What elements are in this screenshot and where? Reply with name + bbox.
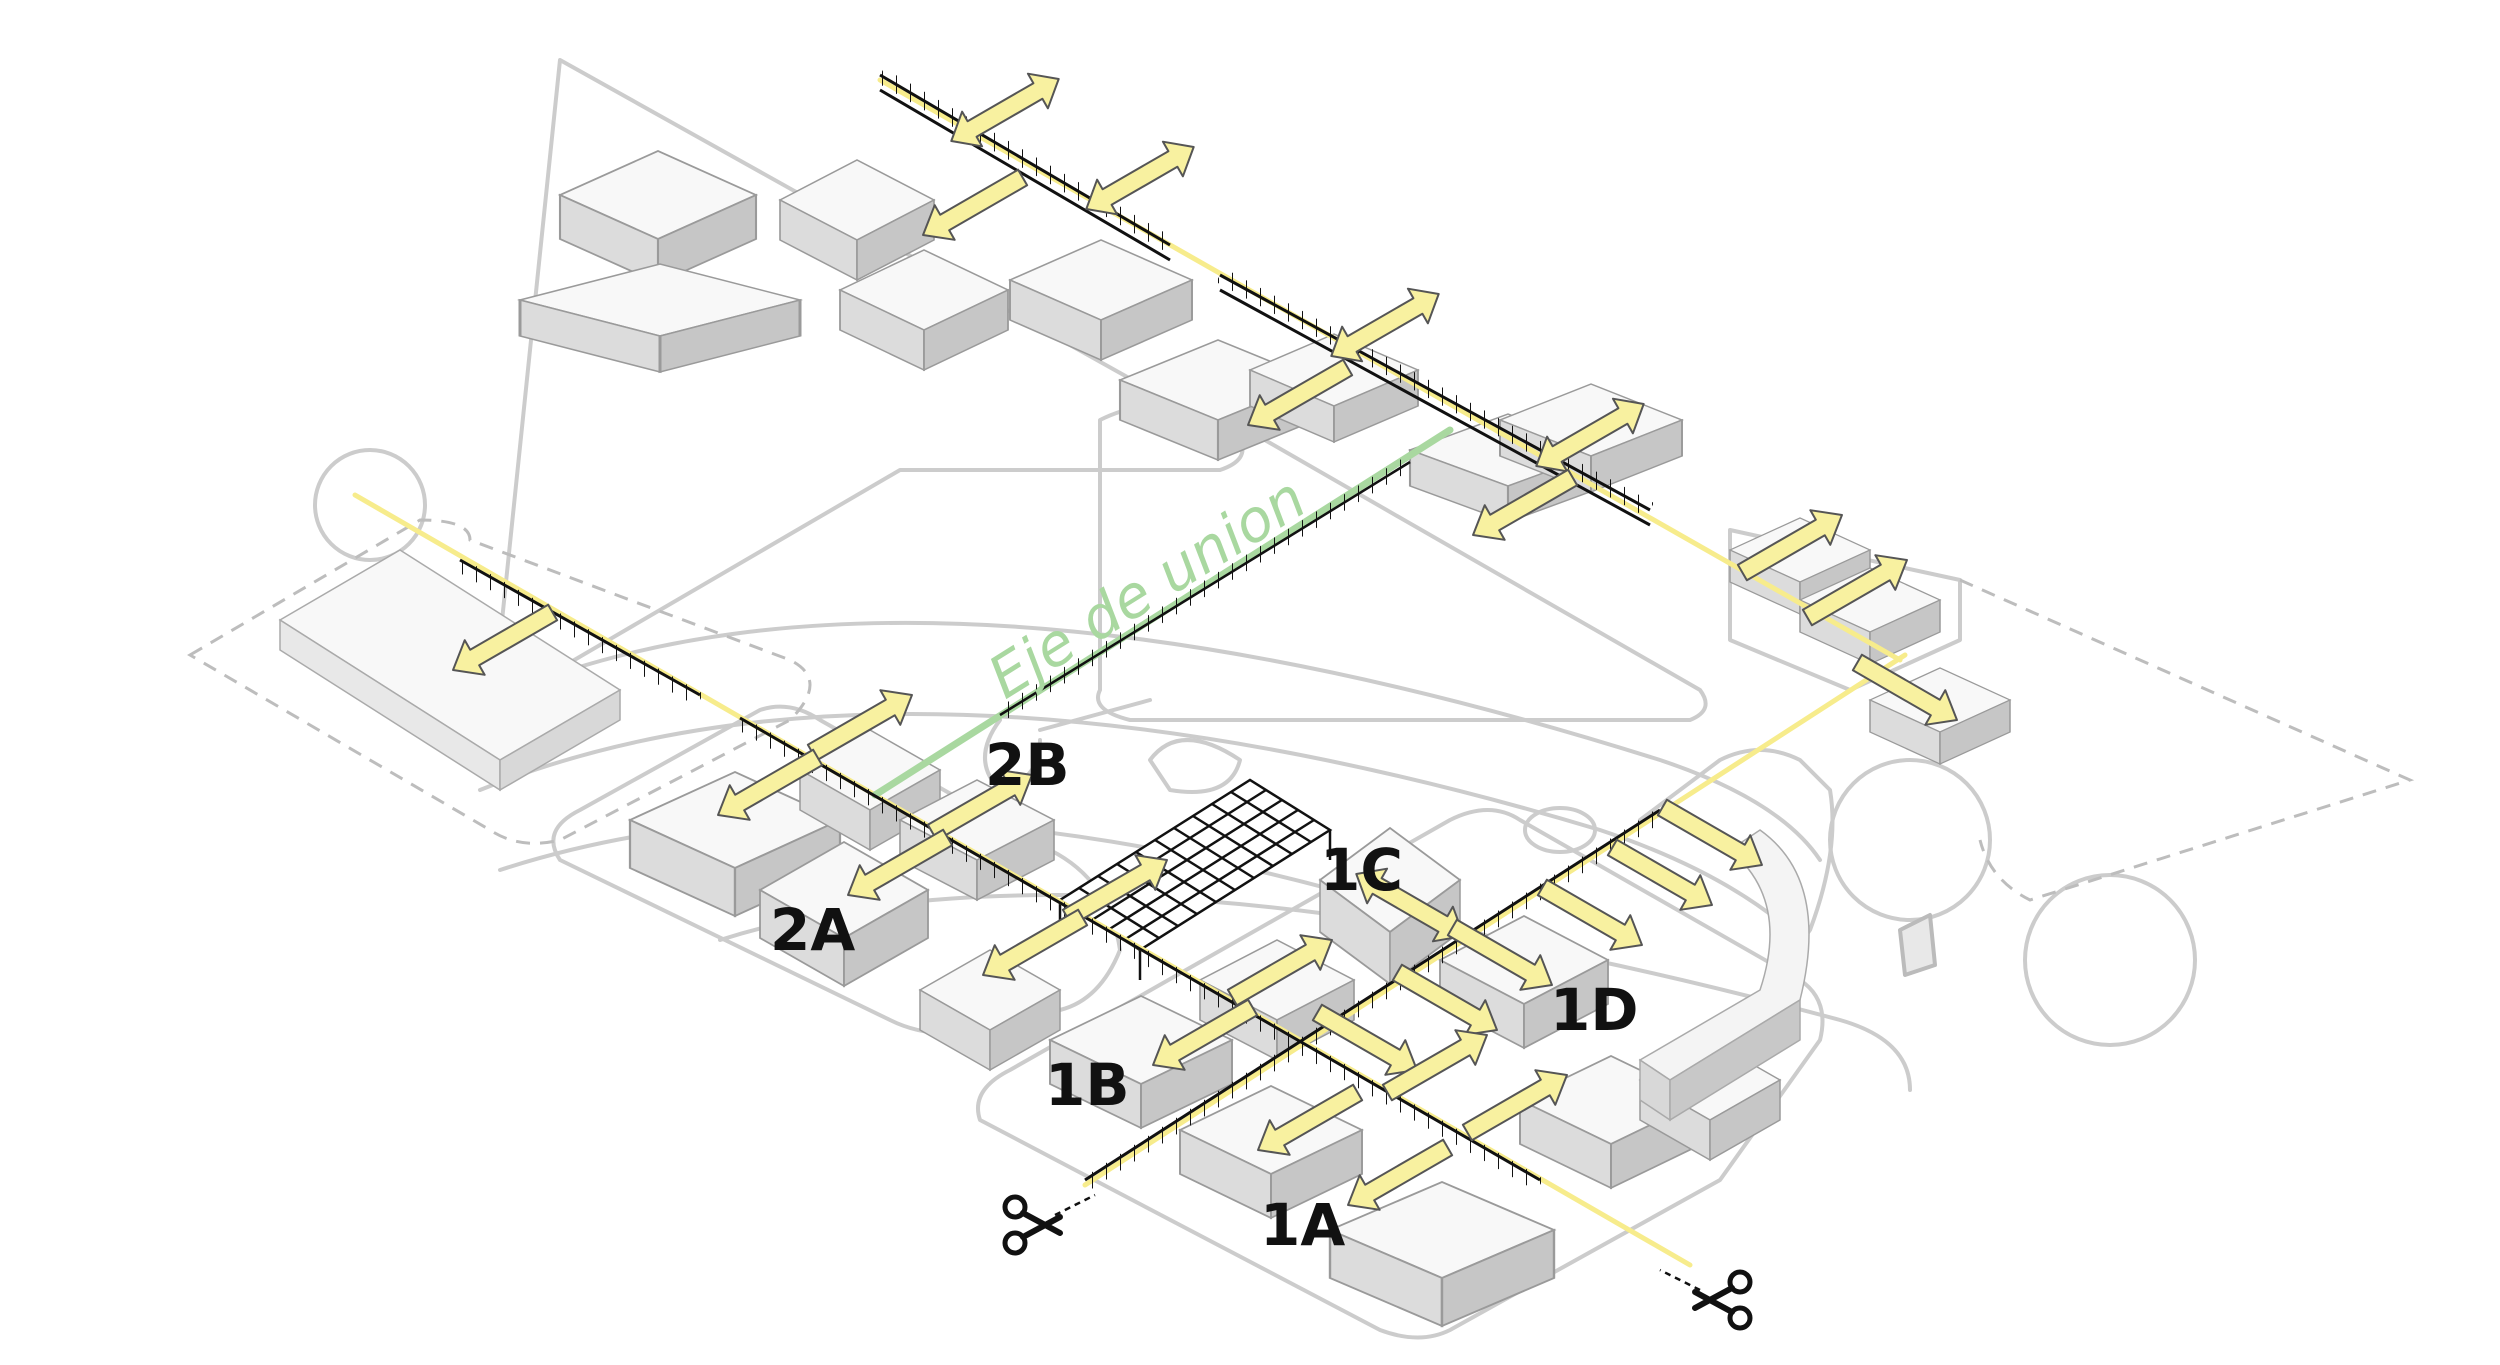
building-east-curve bbox=[1638, 829, 1810, 1122]
roundabout-left bbox=[313, 448, 427, 562]
walkway-west-truss bbox=[456, 558, 704, 707]
walkway-north-2-truss bbox=[1216, 267, 1654, 518]
dashed-plot-west bbox=[187, 518, 812, 845]
union-axis-label: Eje de union bbox=[976, 464, 1317, 712]
scissors-icon bbox=[1659, 1268, 1753, 1331]
sector-label-1b: 1B bbox=[1045, 1051, 1130, 1119]
building-west-shed bbox=[278, 549, 622, 792]
walkway-cross-truss bbox=[1081, 809, 1664, 1191]
plot-east-curve bbox=[1638, 748, 1835, 1082]
arrow-n2 bbox=[1075, 128, 1205, 228]
buildings bbox=[278, 149, 2011, 1328]
sector-label-1a: 1A bbox=[1260, 1191, 1345, 1259]
grid-canopy bbox=[1057, 778, 1333, 980]
walkways bbox=[456, 68, 1664, 1192]
building-n1 bbox=[558, 149, 758, 285]
walkway-main-truss bbox=[736, 716, 1544, 1192]
dashed-plot-east bbox=[1959, 578, 2415, 902]
scissors-icon bbox=[1002, 1193, 1096, 1256]
union-axis bbox=[871, 426, 1454, 799]
roundabout-small bbox=[1523, 806, 1597, 854]
roundabout-far-right bbox=[2023, 873, 2197, 1047]
sector-label-2a: 2A bbox=[770, 896, 855, 964]
plot-northeast bbox=[1728, 528, 1962, 692]
roundabout-right bbox=[1828, 758, 1992, 922]
sector-label-1c: 1C bbox=[1320, 836, 1403, 904]
road-curve-2 bbox=[478, 711, 1792, 932]
sector-label-2b: 2B bbox=[985, 731, 1070, 799]
dashed-plots bbox=[187, 518, 2415, 902]
kiosk-building bbox=[1898, 913, 1937, 977]
walkway-north-1-truss bbox=[875, 68, 1175, 252]
island-2 bbox=[1148, 738, 1242, 794]
road-curve-1 bbox=[488, 620, 1822, 862]
sector-label-1d: 1D bbox=[1550, 976, 1639, 1044]
building-n3 bbox=[518, 262, 802, 374]
